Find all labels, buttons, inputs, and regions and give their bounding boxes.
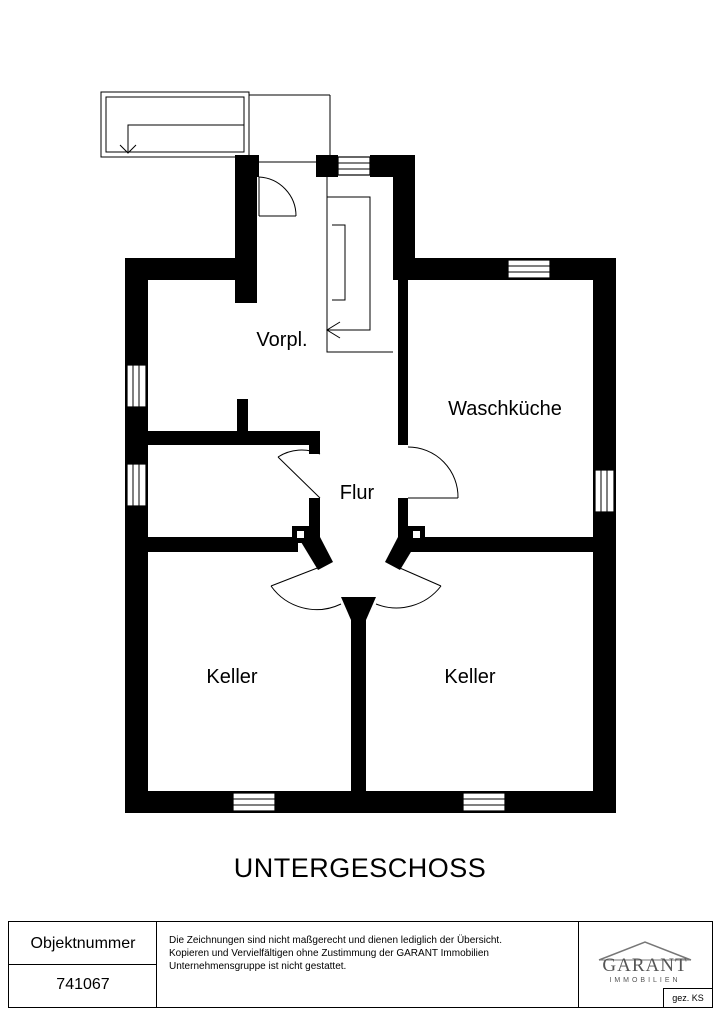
disclaimer-line: Unternehmensgruppe ist nicht gestattet. (169, 961, 347, 972)
roof-icon (598, 941, 692, 961)
divider (9, 964, 157, 965)
disclaimer-line: Kopieren und Vervielfältigen ohne Zustim… (169, 948, 489, 959)
garant-logo: GARANT IMMOBILIEN (589, 938, 701, 988)
room-label-waschkueche: Waschküche (448, 398, 562, 420)
disclaimer-text: Die Zeichnungen sind nicht maßgerecht un… (169, 934, 569, 973)
disclaimer-line: Die Zeichnungen sind nicht maßgerecht un… (169, 935, 502, 946)
room-label-flur: Flur (340, 482, 375, 504)
floor-title: UNTERGESCHOSS (233, 853, 487, 883)
room-label-keller-left: Keller (206, 666, 257, 688)
object-number-label: Objektnummer (30, 935, 136, 952)
object-number-value: 741067 (56, 976, 110, 993)
drawn-by-stamp: gez. KS (663, 988, 713, 1008)
logo-subtitle: IMMOBILIEN (609, 977, 681, 984)
logo-wordmark: GARANT (602, 955, 688, 976)
divider (578, 922, 579, 1007)
room-label-keller-right: Keller (444, 666, 495, 688)
room-label-vorplatz: Vorpl. (256, 329, 307, 351)
object-number-cell: Objektnummer 741067 (9, 922, 157, 1007)
footer-info-box: Objektnummer 741067 Die Zeichnungen sind… (8, 921, 713, 1008)
floor-plan: Vorpl. Waschküche Flur Keller Keller (100, 91, 616, 813)
